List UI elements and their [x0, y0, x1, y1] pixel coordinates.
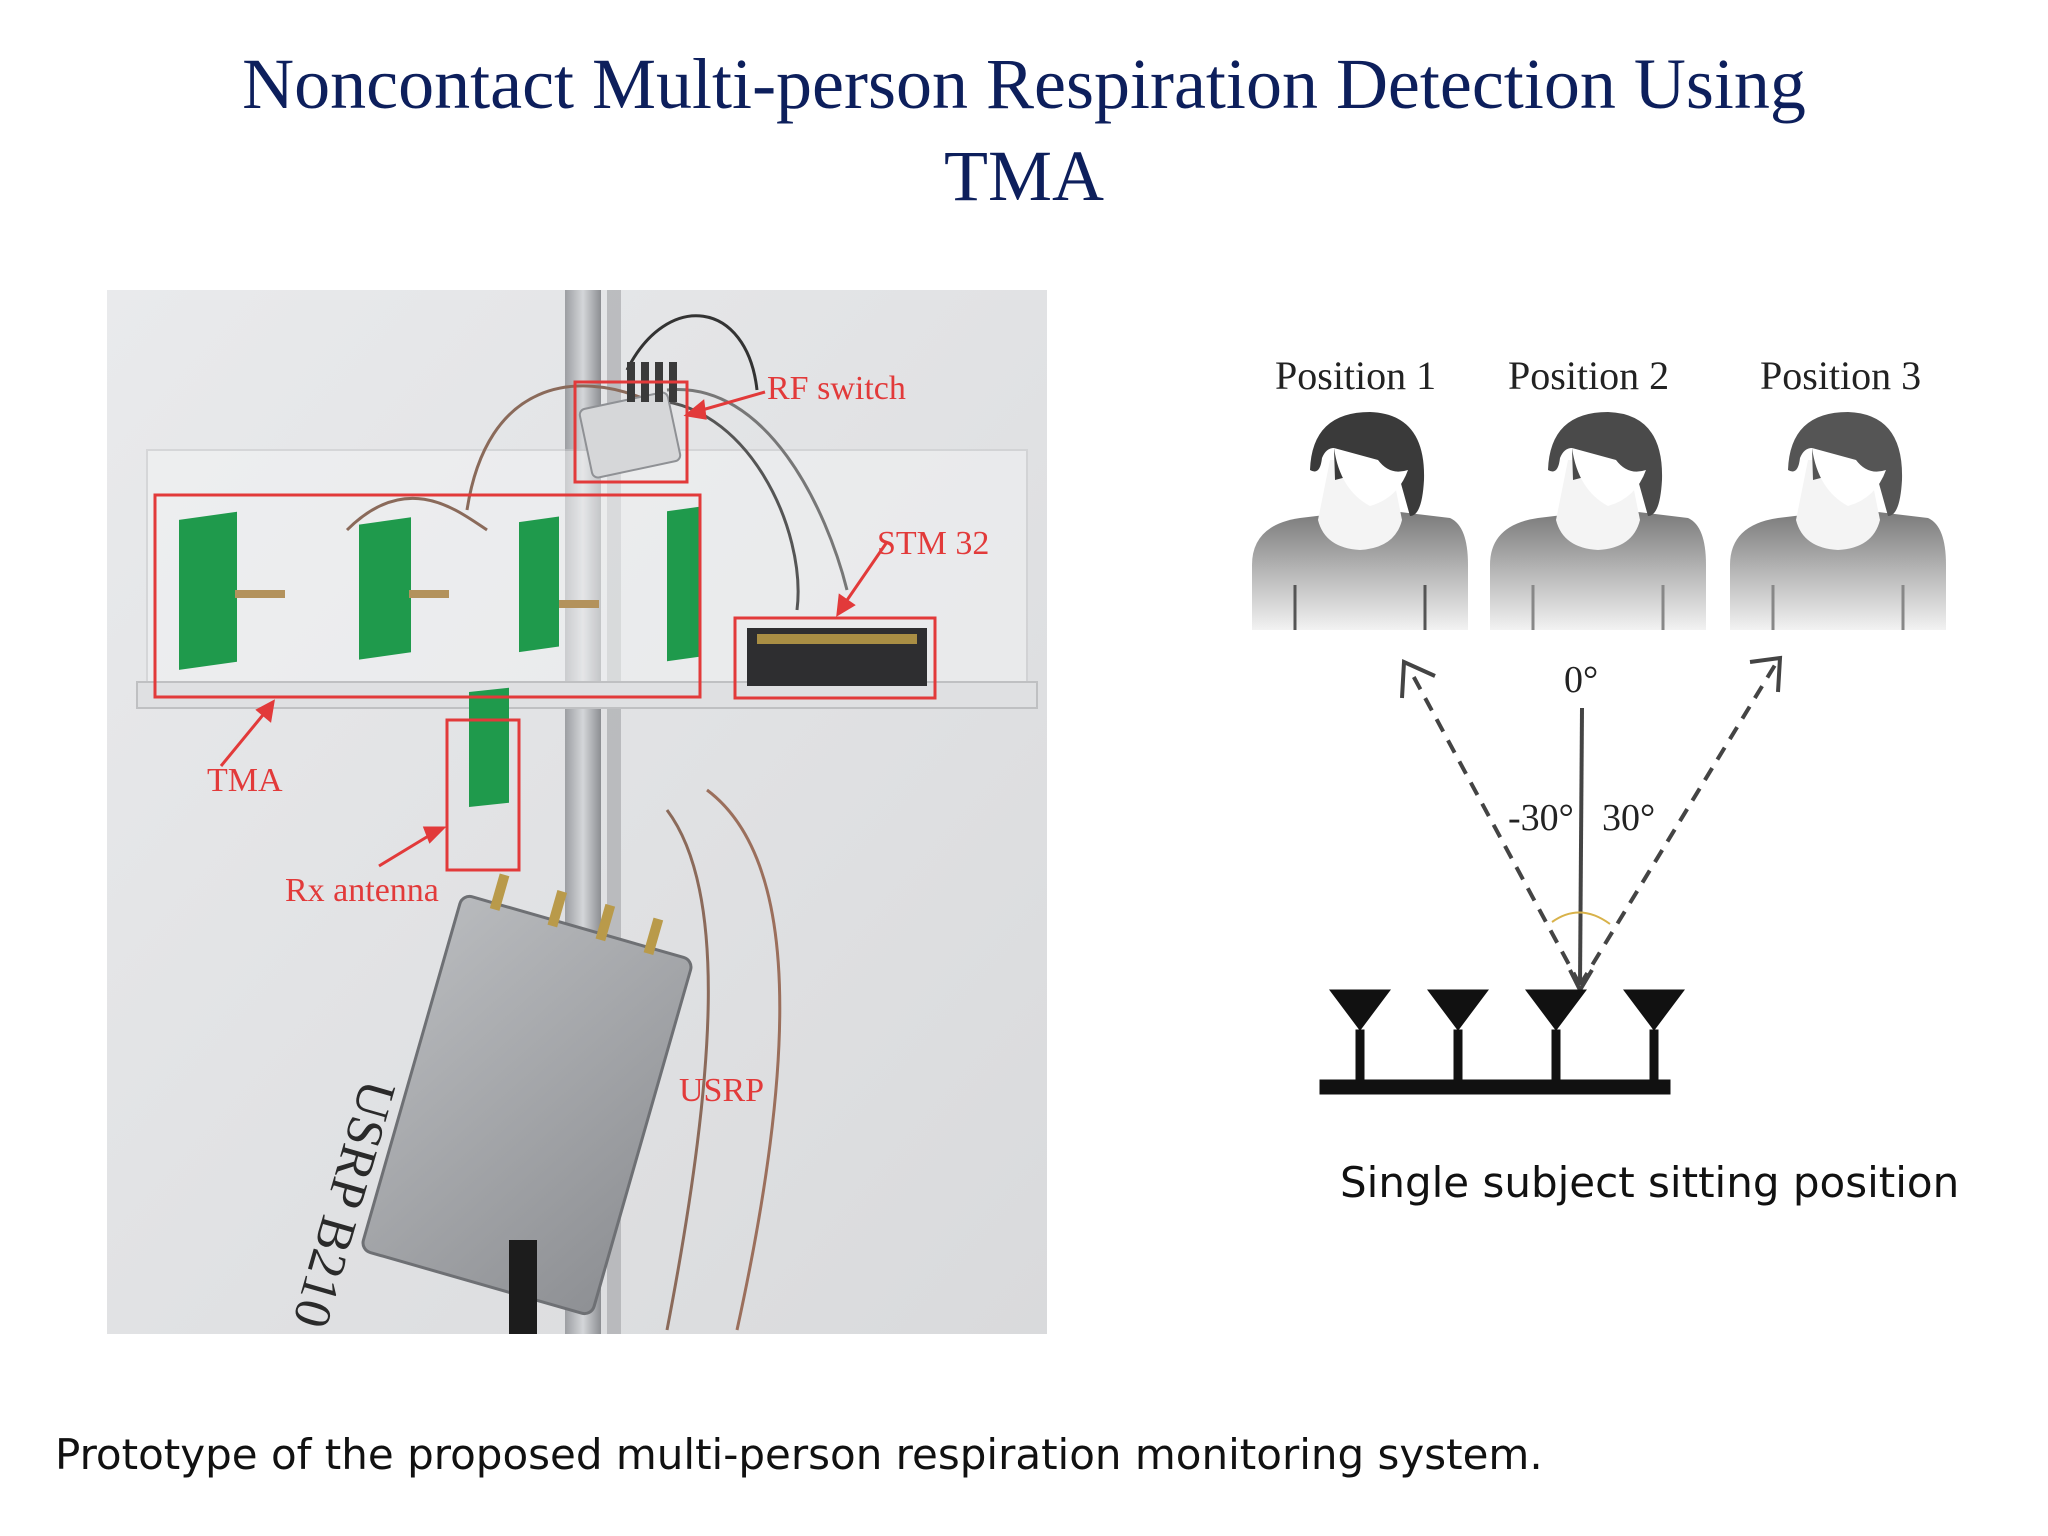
slide-title: Noncontact Multi-person Respiration Dete… [0, 38, 2048, 222]
beam-arrows [1400, 655, 1783, 995]
tma-element-3 [519, 516, 559, 653]
acrylic-shelf [136, 681, 1038, 709]
label-stm32: STM 32 [877, 525, 990, 562]
position-diagram: Position 1 Position 2 Position 3 0° -30°… [1230, 330, 1990, 1130]
angle-label-right: 30° [1602, 797, 1656, 839]
position-diagram-drawing [1252, 412, 1946, 1095]
label-rf-switch: RF switch [767, 370, 906, 407]
person-icon-2 [1490, 412, 1706, 630]
center-beam-line [1578, 707, 1584, 986]
angle-label-left: -30° [1508, 797, 1574, 839]
tma-element-4 [667, 506, 701, 662]
antenna-array [1319, 989, 1685, 1095]
left-arrowhead [1400, 658, 1436, 699]
rf-switch-box [578, 391, 682, 479]
rx-antenna-board [469, 687, 509, 807]
right-beam-line [1578, 663, 1777, 987]
label-tma: TMA [207, 762, 283, 799]
position-label-1: Position 1 [1275, 353, 1437, 398]
label-rx-antenna: Rx antenna [285, 872, 439, 909]
position-label-3: Position 3 [1760, 353, 1922, 398]
prototype-photo: RF switch STM 32 TMA Rx antenna USRP USR… [107, 290, 1047, 1334]
person-icon-1 [1252, 412, 1468, 630]
stm32-highlight-box [733, 616, 937, 700]
right-arrowhead [1749, 655, 1783, 693]
diagram-caption: Single subject sitting position [1340, 1158, 1960, 1207]
angle-label-center: 0° [1564, 659, 1599, 701]
tma-element-2 [359, 517, 411, 660]
angle-arc [1551, 911, 1611, 925]
rf-switch-highlight-box [573, 380, 689, 484]
title-line-2: TMA [944, 136, 1104, 216]
title-line-1: Noncontact Multi-person Respiration Dete… [242, 44, 1806, 124]
tma-highlight-box [153, 493, 702, 699]
left-beam-line [1408, 669, 1582, 986]
tma-element-1 [179, 511, 237, 670]
photo-caption: Prototype of the proposed multi-person r… [55, 1430, 1543, 1479]
rx-antenna-highlight-box [445, 718, 521, 872]
position-label-2: Position 2 [1508, 353, 1670, 398]
label-usrp: USRP [679, 1072, 765, 1109]
person-icon-3 [1730, 412, 1946, 630]
usrp-device [361, 873, 693, 1316]
prototype-photo-drawing [107, 290, 1047, 1334]
